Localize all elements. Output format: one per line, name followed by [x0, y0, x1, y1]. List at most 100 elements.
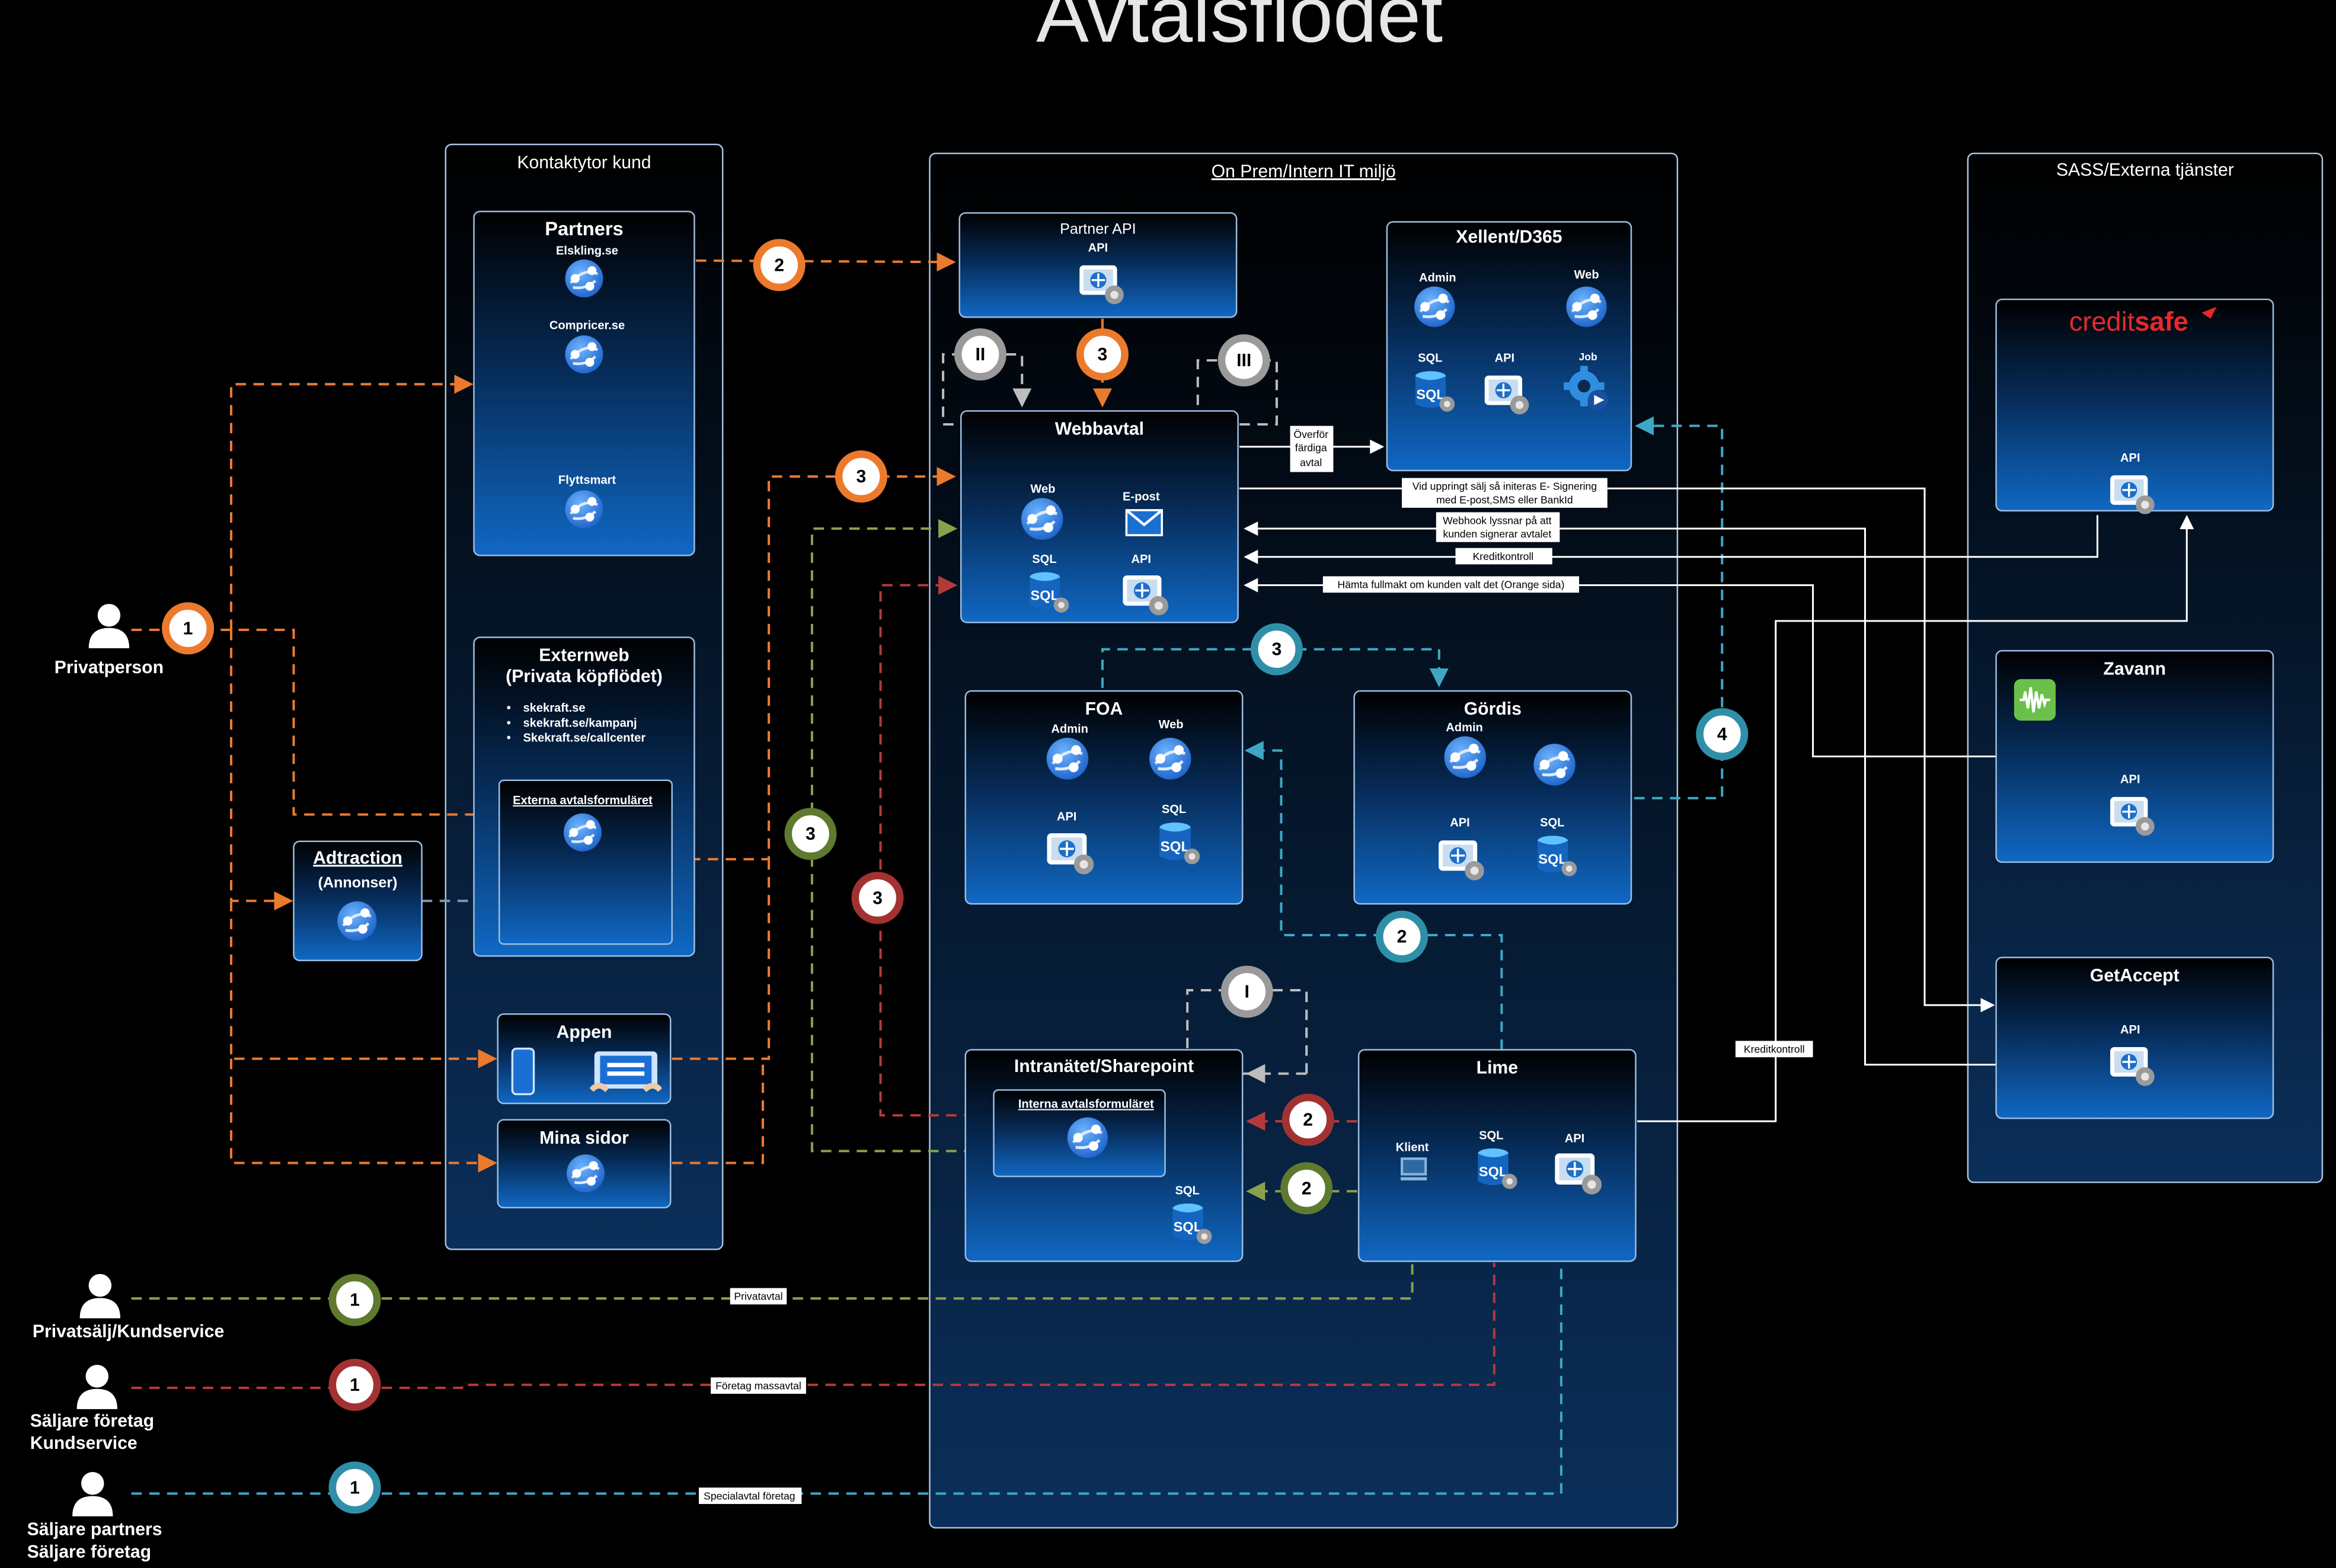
foa-box[interactable]: FOA Admin Web API SQL — [964, 690, 1244, 905]
webbavtal-web-icon[interactable] — [1021, 498, 1063, 539]
privatsalj-label: Privatsälj/Kundservice — [33, 1322, 224, 1342]
creditsafe-box[interactable]: creditsafe API — [1995, 298, 2274, 516]
step-teal-4: 4 — [1696, 708, 1749, 760]
person-icon — [79, 1273, 120, 1319]
appen-box[interactable]: Appen — [497, 1013, 672, 1105]
gordis-box[interactable]: Gördis Admin API SQL — [1353, 690, 1632, 905]
svg-text:2: 2 — [774, 255, 784, 275]
getaccept-box[interactable]: GetAccept API — [1995, 956, 2274, 1119]
getaccept-title: GetAccept — [2090, 966, 2180, 985]
label-foretag-massavtal: Företag massavtal — [711, 1377, 806, 1394]
saljare-foretag-actor[interactable]: Säljare företag Kundservice — [30, 1365, 154, 1453]
externweb-bullet-3[interactable]: • Skekraft.se/callcenter — [507, 731, 646, 744]
zavann-box[interactable]: Zavann API — [1995, 649, 2274, 863]
svg-text:4: 4 — [1717, 725, 1727, 744]
svg-text:2: 2 — [1302, 1179, 1312, 1198]
step-red-2: 2 — [1282, 1093, 1334, 1146]
foa-admin-web-icon[interactable] — [1047, 738, 1088, 779]
intranatet-title: Intranätet/Sharepoint — [1014, 1057, 1194, 1076]
page-title: Avtalsflödet — [1036, 0, 1443, 59]
edge-minasidor-webbavtal — [672, 1058, 765, 1164]
phone-icon — [511, 1047, 535, 1096]
partners-box[interactable]: Partners Elskling.se Compricer.se Flytts… — [473, 210, 695, 556]
svg-text:II: II — [976, 345, 986, 364]
privatperson-actor[interactable]: Privatperson — [55, 604, 164, 677]
webbavtal-sql-label: SQL — [1032, 553, 1056, 566]
elskling-web-icon[interactable] — [565, 260, 603, 297]
adtraction-web-icon[interactable] — [337, 901, 376, 940]
flyttsmart-web-icon[interactable] — [565, 490, 603, 528]
step-teal-3: 3 — [1250, 623, 1303, 676]
label-fullmakt-text: Hämta fullmakt om kunden valt det (Orang… — [1337, 579, 1564, 591]
label-privatavtal-text: Privatavtal — [734, 1291, 782, 1303]
xellent-job-label: Job — [1578, 351, 1597, 363]
xellent-box[interactable]: Xellent/D365 Admin Web SQL API Job — [1386, 221, 1632, 472]
intranatet-web-icon[interactable] — [1068, 1118, 1108, 1158]
label-signering-2: med E-post,SMS eller BankId — [1436, 494, 1573, 505]
minasidor-box[interactable]: Mina sidor — [497, 1119, 672, 1209]
foa-sql-label: SQL — [1162, 803, 1186, 816]
externweb-bullet-1[interactable]: • skekraft.se — [507, 702, 586, 715]
svg-text:3: 3 — [806, 824, 816, 844]
adtraction-title[interactable]: Adtraction — [313, 848, 402, 868]
foa-web-icon[interactable] — [1149, 738, 1191, 779]
step-teal-1: 1 — [328, 1461, 381, 1514]
xellent-admin-web-icon[interactable] — [1414, 286, 1455, 327]
tablet-icon — [592, 1051, 660, 1090]
xellent-web-icon[interactable] — [1566, 286, 1606, 327]
lime-box[interactable]: Lime Klient SQL API — [1357, 1049, 1637, 1262]
step-orange-3-externweb: 3 — [835, 450, 887, 503]
step-markers: 1 2 3 3 II III I 3 — [162, 239, 1749, 1514]
privatsalj-actor[interactable]: Privatsälj/Kundservice — [33, 1273, 224, 1342]
edge-privat-partners — [229, 375, 474, 630]
saljare-foretag-label-2: Kundservice — [30, 1433, 138, 1453]
minasidor-title: Mina sidor — [539, 1128, 629, 1148]
gordis-admin-label: Admin — [1446, 721, 1483, 734]
label-webhook: Webhook lyssnar på att kunden signerar a… — [1436, 512, 1560, 542]
gordis-web-icon[interactable] — [1533, 744, 1575, 785]
mail-icon[interactable] — [1126, 510, 1162, 535]
webbavtal-box[interactable]: Webbavtal Web E-post SQL API — [960, 410, 1239, 623]
gordis-api-label: API — [1450, 817, 1470, 830]
svg-text:3: 3 — [856, 467, 866, 487]
adtraction-box[interactable]: Adtraction (Annonser) — [293, 840, 423, 962]
edge-loop-II — [942, 353, 1032, 426]
partnerapi-box[interactable]: Partner API API — [958, 212, 1238, 318]
xellent-web-label: Web — [1574, 268, 1599, 281]
externweb-title: Externweb — [539, 646, 629, 665]
label-overfor-3: avtal — [1300, 457, 1322, 469]
saljare-partners-actor[interactable]: Säljare partners Säljare företag — [27, 1472, 162, 1561]
edge-appen-webbavtal — [672, 859, 771, 1060]
intranatet-box[interactable]: Intranätet/Sharepoint Interna avtalsform… — [964, 1049, 1244, 1262]
foa-api-label: API — [1057, 811, 1077, 824]
edge-loop-III — [1196, 359, 1278, 426]
minasidor-web-icon[interactable] — [567, 1154, 605, 1192]
zavann-title: Zavann — [2104, 659, 2166, 679]
label-kreditkontroll-lime: Kreditkontroll — [1735, 1041, 1813, 1058]
step-gray-III: III — [1217, 334, 1270, 387]
externweb-box[interactable]: Externweb (Privata köpflödet) • skekraft… — [473, 636, 695, 957]
svg-text:2: 2 — [1303, 1111, 1313, 1130]
interna-avtalsformularet-link[interactable]: Interna avtalsformuläret — [1018, 1098, 1154, 1111]
svg-text:I: I — [1244, 983, 1249, 1002]
svg-text:1: 1 — [350, 1291, 360, 1310]
lime-sql-label: SQL — [1479, 1129, 1503, 1142]
zone-onprem-label: On Prem/Intern IT miljö — [1212, 162, 1396, 181]
externweb-web-icon[interactable] — [564, 814, 602, 852]
label-foretag-massavtal-text: Företag massavtal — [715, 1380, 801, 1391]
externa-avtalsformularet-link[interactable]: Externa avtalsformuläret — [513, 794, 653, 807]
svg-text:1: 1 — [350, 1478, 360, 1497]
gordis-admin-web-icon[interactable] — [1445, 737, 1486, 778]
foa-admin-label: Admin — [1051, 722, 1088, 735]
person-icon — [76, 1365, 117, 1409]
svg-text:3: 3 — [873, 888, 883, 908]
persons: Privatperson Privatsälj/Kundservice Sälj… — [27, 604, 224, 1561]
step-gray-I: I — [1220, 965, 1273, 1018]
externweb-bullet-2[interactable]: • skekraft.se/kampanj — [507, 716, 637, 729]
compricer-web-icon[interactable] — [565, 335, 603, 373]
privatperson-label: Privatperson — [55, 658, 164, 677]
xellent-api-label: API — [1495, 352, 1515, 365]
adtraction-subtitle: (Annonser) — [318, 875, 398, 891]
